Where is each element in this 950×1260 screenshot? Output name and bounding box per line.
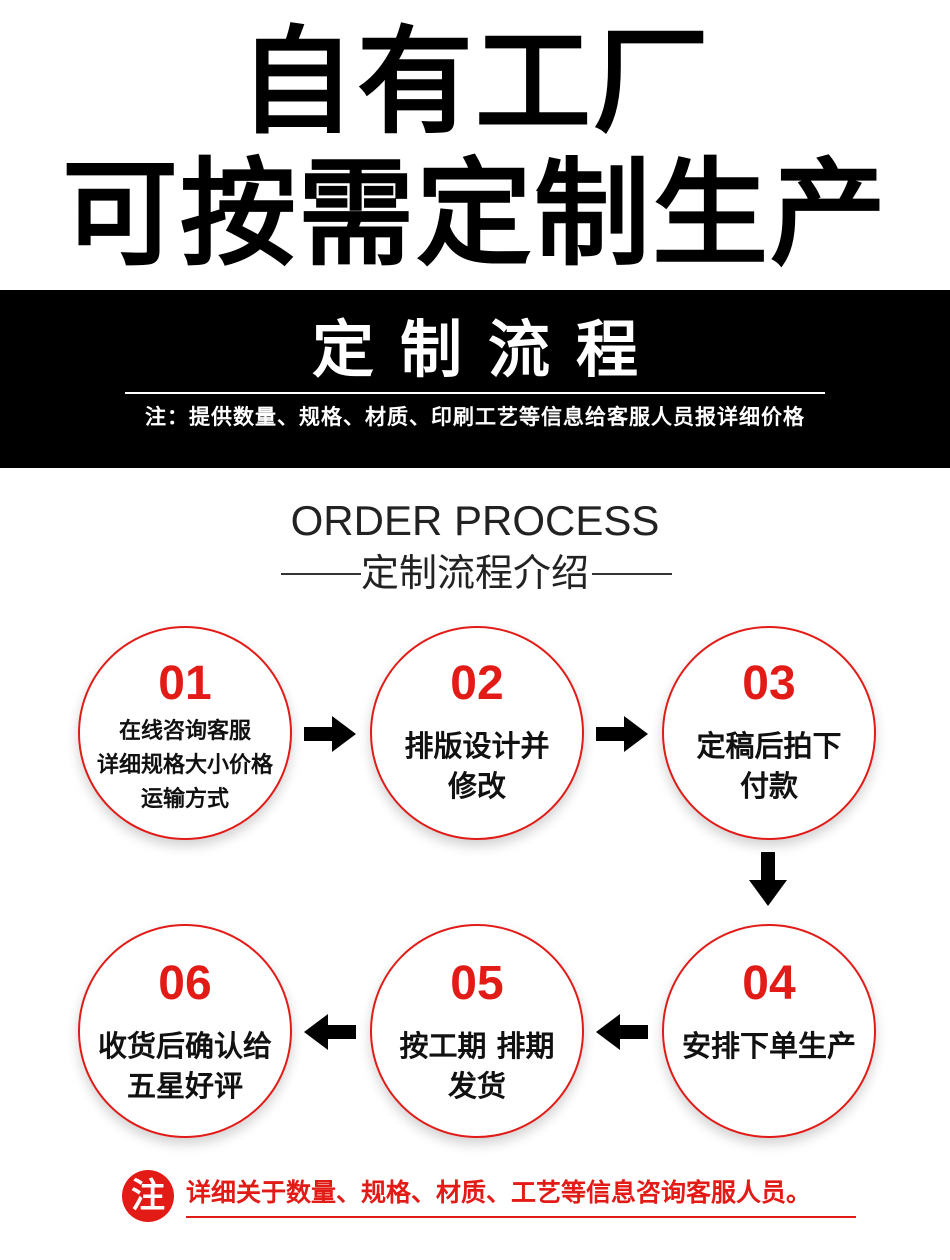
- step-circle-04: 04 安排下单生产: [662, 924, 876, 1138]
- step-text-line: 发货: [447, 1069, 506, 1103]
- headline-line-1: 自有工厂: [239, 15, 711, 150]
- banner-divider: [125, 392, 825, 394]
- subtitle-dash-left: [281, 573, 361, 575]
- subtitle-dash-right: [592, 573, 672, 575]
- step-text-line: 安排下单生产: [681, 1029, 856, 1063]
- step-circle-01: 01 在线咨询客服 详细规格大小价格 运输方式: [78, 626, 292, 840]
- footer-note-text: 详细关于数量、规格、材质、工艺等信息咨询客服人员。: [186, 1178, 812, 1207]
- arrow-right-icon: [304, 716, 356, 752]
- step-number: 05: [450, 957, 504, 1010]
- step-number: 03: [742, 657, 796, 710]
- order-process-subtitle-row: 定制流程介绍: [0, 548, 950, 598]
- arrow-left-icon: [596, 1014, 648, 1050]
- arrow-right-icon: [596, 716, 648, 752]
- footer-underline: [186, 1216, 856, 1218]
- note-badge: 注: [122, 1170, 174, 1222]
- step-text-line: 五星好评: [126, 1069, 243, 1103]
- step-text-line: 排版设计并: [404, 729, 550, 763]
- step-text-line: 收货后确认给: [97, 1029, 272, 1063]
- arrow-down-icon: [749, 852, 787, 906]
- footer-note: 注 详细关于数量、规格、材质、工艺等信息咨询客服人员。: [0, 1168, 950, 1228]
- step-text-line: 定稿后拍下: [696, 729, 842, 763]
- step-circle-02: 02 排版设计并 修改: [370, 626, 584, 840]
- step-circle-06: 06 收货后确认给 五星好评: [78, 924, 292, 1138]
- headline-line-2: 可按需定制生产: [62, 147, 888, 282]
- step-text-line: 详细规格大小价格: [96, 753, 273, 778]
- step-number: 02: [450, 657, 504, 710]
- order-process-title: ORDER PROCESS: [290, 497, 660, 544]
- step-number: 04: [742, 957, 796, 1010]
- step-number: 06: [158, 957, 212, 1010]
- arrow-left-icon: [304, 1014, 356, 1050]
- banner-note: 注：提供数量、规格、材质、印刷工艺等信息给客服人员报详细价格: [145, 405, 805, 429]
- step-number: 01: [158, 657, 212, 710]
- step-circle-03: 03 定稿后拍下 付款: [662, 626, 876, 840]
- process-banner: 定制流程 注：提供数量、规格、材质、印刷工艺等信息给客服人员报详细价格: [0, 290, 950, 468]
- step-text-line: 修改: [447, 769, 506, 803]
- order-process-subtitle: 定制流程介绍: [360, 551, 589, 595]
- step-circle-05: 05 按工期 排期 发货: [370, 924, 584, 1138]
- banner-title: 定制流程: [311, 313, 664, 386]
- step-text-line: 按工期 排期: [399, 1029, 555, 1063]
- step-text-line: 付款: [739, 769, 798, 803]
- step-text-line: 运输方式: [140, 787, 229, 812]
- step-text-line: 在线咨询客服: [118, 719, 251, 744]
